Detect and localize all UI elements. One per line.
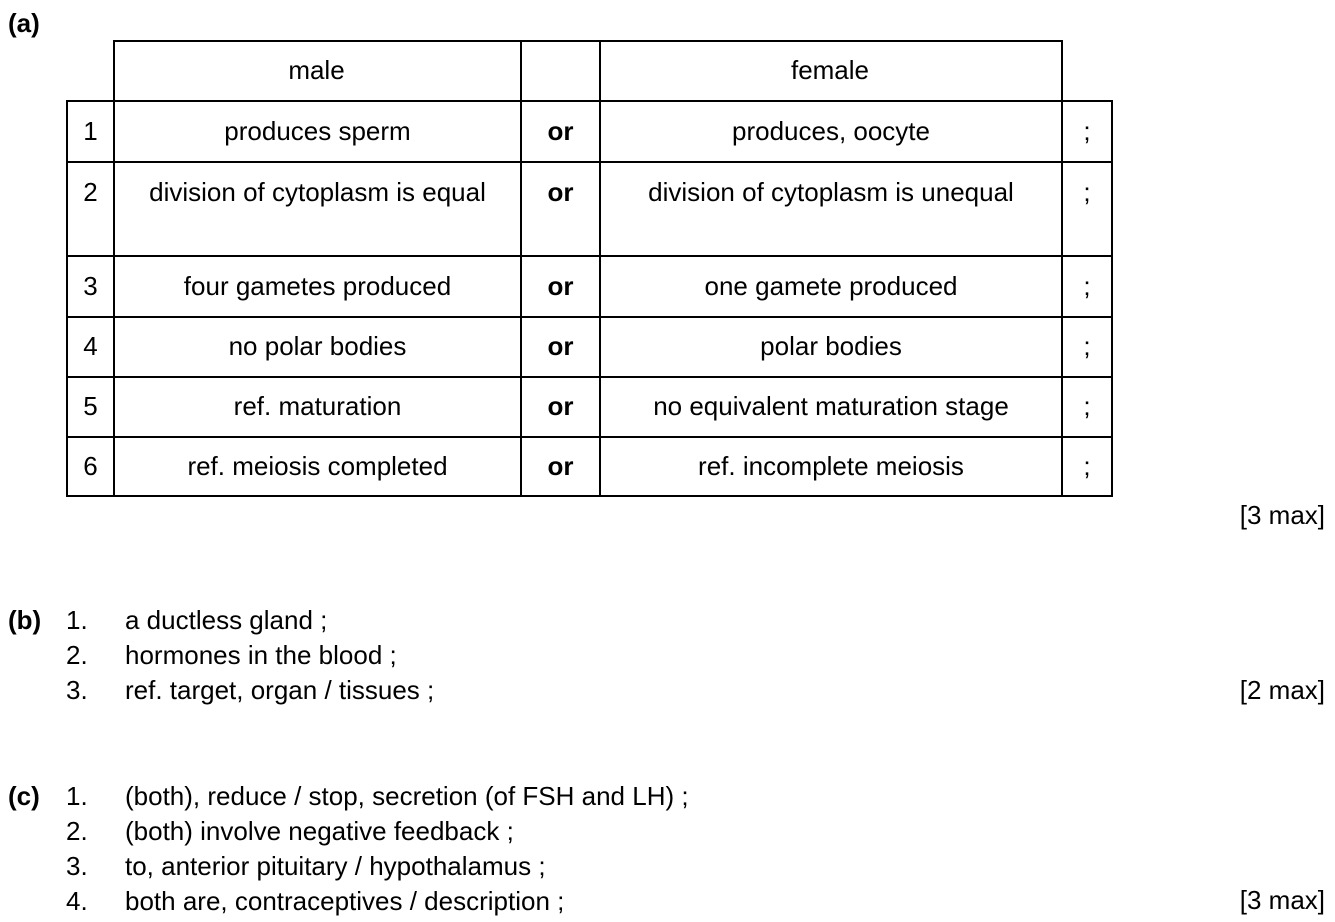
part-b-label: (b) <box>8 605 42 635</box>
table-border <box>66 376 1113 378</box>
part-a-label: (a) <box>8 8 40 38</box>
list-item-text: (both), reduce / stop, secretion (of FSH… <box>125 781 689 811</box>
male-cell: four gametes produced <box>183 270 452 301</box>
part-c-marks: [3 max] <box>1239 885 1325 915</box>
row-number: 1 <box>83 115 98 146</box>
or-cell: or <box>547 391 574 421</box>
table-border <box>113 100 115 497</box>
row-number: 5 <box>83 391 98 421</box>
table-border <box>66 100 68 497</box>
male-cell: no polar bodies <box>228 331 407 361</box>
table-border <box>1061 40 1063 100</box>
or-cell: or <box>547 115 574 146</box>
list-item-text: a ductless gland ; <box>125 605 328 635</box>
list-item-text: (both) involve negative feedback ; <box>125 816 514 846</box>
part-c-label: (c) <box>8 781 40 811</box>
semicolon-cell: ; <box>1083 450 1091 481</box>
list-item-text: hormones in the blood ; <box>125 640 397 670</box>
or-cell: or <box>547 270 574 301</box>
list-item-number: 4. <box>66 886 88 916</box>
header-male: male <box>288 55 345 85</box>
or-cell: or <box>547 450 574 481</box>
list-item-number: 2. <box>66 640 88 670</box>
table-border <box>1111 100 1113 497</box>
row-number: 3 <box>83 270 98 301</box>
female-cell: ref. incomplete meiosis <box>698 450 964 481</box>
row-number: 4 <box>83 331 98 361</box>
part-a-marks: [3 max] <box>1239 500 1325 530</box>
table-border <box>1061 100 1063 497</box>
part-b-marks: [2 max] <box>1239 675 1325 705</box>
semicolon-cell: ; <box>1083 331 1091 361</box>
table-border <box>66 436 1113 438</box>
list-item-number: 1. <box>66 605 88 635</box>
female-cell: no equivalent maturation stage <box>653 391 1009 421</box>
table-border <box>520 40 522 100</box>
table-border <box>113 40 115 100</box>
table-border <box>66 495 1113 497</box>
or-cell: or <box>547 177 574 207</box>
list-item-text: to, anterior pituitary / hypothalamus ; <box>125 851 546 881</box>
semicolon-cell: ; <box>1083 270 1091 301</box>
male-cell: division of cytoplasm is equal <box>149 177 486 207</box>
table-border <box>66 255 1113 257</box>
row-number: 6 <box>83 450 98 481</box>
list-item-text: both are, contraceptives / description ; <box>125 886 565 916</box>
female-cell: division of cytoplasm is unequal <box>648 177 1014 207</box>
table-border <box>66 316 1113 318</box>
semicolon-cell: ; <box>1083 177 1091 207</box>
or-cell: or <box>547 331 574 361</box>
table-border <box>520 100 522 497</box>
list-item-text: ref. target, organ / tissues ; <box>125 675 435 705</box>
list-item-number: 3. <box>66 851 88 881</box>
semicolon-cell: ; <box>1083 391 1091 421</box>
list-item-number: 1. <box>66 781 88 811</box>
table-border <box>599 40 601 100</box>
male-cell: ref. meiosis completed <box>187 450 448 481</box>
table-border <box>599 100 601 497</box>
female-cell: polar bodies <box>760 331 902 361</box>
table-border <box>66 161 1113 163</box>
list-item-number: 3. <box>66 675 88 705</box>
header-female: female <box>790 55 870 85</box>
row-number: 2 <box>83 177 98 207</box>
male-cell: produces sperm <box>224 115 411 146</box>
semicolon-cell: ; <box>1083 115 1091 146</box>
list-item-number: 2. <box>66 816 88 846</box>
table-border <box>113 40 1063 42</box>
female-cell: produces, oocyte <box>731 115 930 146</box>
male-cell: ref. maturation <box>233 391 402 421</box>
table-border <box>66 100 1113 102</box>
female-cell: one gamete produced <box>704 270 958 301</box>
